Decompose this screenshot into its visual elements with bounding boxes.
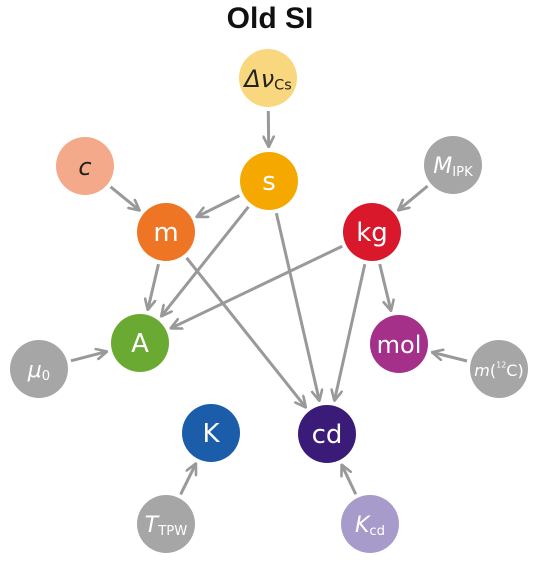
- node-label: cd: [312, 420, 343, 450]
- node-label: μ0: [27, 358, 50, 384]
- node-circle: [240, 152, 298, 210]
- arrow-kg-to-A: [171, 244, 343, 328]
- node-label: A: [131, 329, 149, 359]
- node-m: m: [137, 203, 195, 261]
- node-circle: [56, 137, 114, 195]
- node-kg: kg: [343, 203, 401, 261]
- node-circle: [239, 49, 297, 107]
- node-circle: [137, 495, 195, 553]
- node-m12c: m(12C): [470, 340, 528, 398]
- arrow-m-to-A: [148, 263, 160, 310]
- node-label: m(12C): [474, 360, 523, 380]
- node-circle: [470, 340, 528, 398]
- arrow-s-to-A: [161, 205, 250, 317]
- node-s: s: [240, 152, 298, 210]
- arrow-m12C-to-mol: [432, 352, 468, 363]
- node-label: K: [202, 419, 220, 449]
- arrow-M_IPK-to-kg: [398, 184, 429, 210]
- node-circle: [343, 203, 401, 261]
- arrow-m-to-cd: [185, 256, 306, 408]
- node-label: mol: [377, 331, 422, 359]
- node-circle: [298, 405, 356, 463]
- node-mu0: μ0: [10, 340, 68, 398]
- node-label: ΔνCs: [242, 65, 291, 94]
- node-label: s: [262, 167, 276, 197]
- node-circle: [370, 315, 428, 373]
- node-c: c: [56, 137, 114, 195]
- arrow-K_cd-to-cd: [342, 465, 358, 495]
- edges: [70, 110, 468, 496]
- node-circle: [137, 203, 195, 261]
- node-label: Kcd: [355, 513, 385, 539]
- node-circle: [10, 340, 68, 398]
- node-label: MIPK: [433, 154, 473, 180]
- node-a: A: [111, 314, 169, 372]
- page-title: Old SI: [226, 2, 314, 35]
- node-circle: [111, 314, 169, 372]
- node-circle: [341, 495, 399, 553]
- node-label: TTPW: [145, 513, 188, 539]
- node-m-ipk: MIPK: [424, 136, 482, 194]
- node-label: c: [78, 153, 91, 181]
- node-circle: [424, 136, 482, 194]
- node-circle: [182, 404, 240, 462]
- node-mol: mol: [370, 315, 428, 373]
- arrow-kg-to-mol: [378, 263, 391, 311]
- node-cd: cd: [298, 405, 356, 463]
- node-t-tpw: TTPW: [137, 495, 195, 553]
- arrow-kg-to-cd: [334, 263, 367, 401]
- arrow-mu0-to-A: [70, 351, 107, 363]
- arrow-s-to-cd: [274, 212, 319, 401]
- node-label: kg: [356, 218, 388, 248]
- node-label: m: [153, 218, 178, 248]
- arrow-c-to-m: [109, 185, 140, 211]
- arrow-T_TPW-to-K: [179, 463, 196, 496]
- node-k: K: [182, 404, 240, 462]
- arrow-s-to-m: [196, 194, 241, 217]
- node-k-cd: Kcd: [341, 495, 399, 553]
- node-delta-nu-cs: ΔνCs: [239, 49, 297, 107]
